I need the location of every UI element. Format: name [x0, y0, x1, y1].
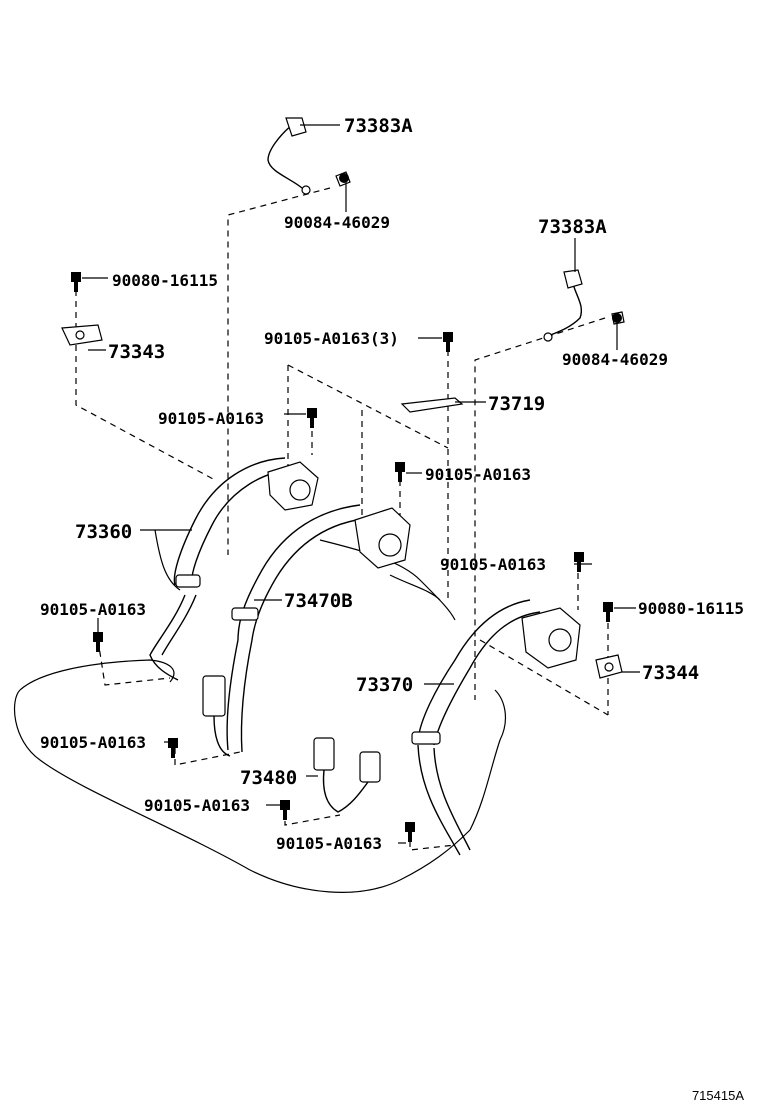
bolt-90105-g — [405, 822, 415, 842]
label-73360: 73360 — [75, 521, 132, 543]
anchor-bracket-73343 — [61, 324, 103, 346]
label-73470b: 73470B — [284, 590, 353, 612]
nut-90084-top — [339, 173, 349, 183]
rear-seat-outline — [14, 539, 507, 893]
bolt-90105-f — [280, 800, 290, 820]
anchor-bracket-73344 — [595, 654, 623, 679]
label-90105-a0163-c: 90105-A0163 — [40, 600, 146, 619]
label-73480: 73480 — [240, 767, 297, 789]
bolt-90105-e — [168, 738, 178, 758]
nut-90084-right — [612, 313, 622, 323]
seat-belt-73370 — [411, 599, 581, 856]
label-90080-16115-right: 90080-16115 — [638, 599, 744, 618]
bolt-90105-d — [574, 552, 584, 572]
assembly-lines — [75, 187, 609, 851]
label-73344: 73344 — [642, 662, 699, 684]
label-73370: 73370 — [356, 674, 413, 696]
sensor-cable-73383a-top — [267, 117, 351, 195]
bolt-90105-b — [395, 462, 405, 482]
buckle-73480 — [313, 737, 381, 813]
bolt-90105-c — [93, 632, 103, 652]
label-90080-16115-left: 90080-16115 — [112, 271, 218, 290]
bolt-90080-right — [603, 602, 613, 622]
label-90105-a0163-d: 90105-A0163 — [440, 555, 546, 574]
label-73383a-top: 73383A — [344, 115, 413, 137]
label-90105-a0163-g: 90105-A0163 — [276, 834, 382, 853]
label-90105-a0163-3: 90105-A0163(3) — [264, 329, 399, 348]
label-90084-46029-top: 90084-46029 — [284, 213, 390, 232]
seat-belt-73470b — [202, 504, 411, 757]
part-labels: 73383A 90084-46029 73383A 90084-46029 90… — [40, 115, 744, 853]
bolt-90080-left — [71, 272, 81, 292]
label-90105-a0163-b: 90105-A0163 — [425, 465, 531, 484]
label-73343: 73343 — [108, 341, 165, 363]
bracket-73719 — [400, 397, 464, 413]
seat-belt-73360 — [149, 457, 319, 681]
bolt-90105-a — [307, 408, 317, 428]
label-90105-a0163-a: 90105-A0163 — [158, 409, 264, 428]
label-90084-46029-right: 90084-46029 — [562, 350, 668, 369]
label-73719: 73719 — [488, 393, 545, 415]
label-90105-a0163-f: 90105-A0163 — [144, 796, 250, 815]
bolt-90105-3 — [443, 332, 453, 352]
label-73383a-right: 73383A — [538, 216, 607, 238]
sensor-cable-73383a-right — [543, 269, 625, 342]
leader-lines — [82, 124, 640, 844]
label-90105-a0163-e: 90105-A0163 — [40, 733, 146, 752]
figure-reference-number: 715415A — [692, 1088, 744, 1103]
bolts — [71, 173, 622, 842]
